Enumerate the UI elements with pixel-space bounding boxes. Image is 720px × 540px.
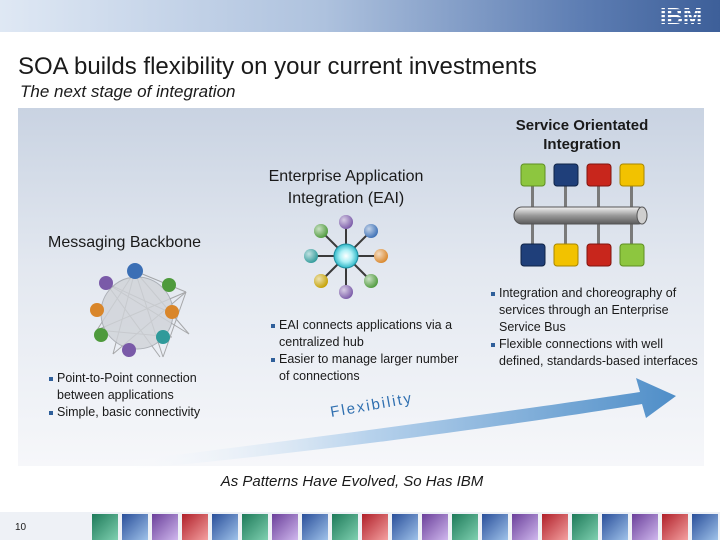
footer-tile bbox=[392, 514, 418, 540]
footer-tile bbox=[302, 514, 328, 540]
footer-tile bbox=[212, 514, 238, 540]
footer-tile bbox=[422, 514, 448, 540]
footer-tile bbox=[482, 514, 508, 540]
footer-tile bbox=[242, 514, 268, 540]
footer-tile bbox=[452, 514, 478, 540]
footer-tile bbox=[692, 514, 718, 540]
footer-tile bbox=[362, 514, 388, 540]
footer-tile bbox=[572, 514, 598, 540]
footer-tile bbox=[602, 514, 628, 540]
footer-tile bbox=[512, 514, 538, 540]
footer-tile bbox=[542, 514, 568, 540]
footer-tile bbox=[152, 514, 178, 540]
footer-tile bbox=[122, 514, 148, 540]
footer-tile bbox=[92, 514, 118, 540]
footer-tile bbox=[632, 514, 658, 540]
footer-tile bbox=[332, 514, 358, 540]
footer-tile bbox=[272, 514, 298, 540]
footer-tile bbox=[662, 514, 688, 540]
footer-tile bbox=[182, 514, 208, 540]
